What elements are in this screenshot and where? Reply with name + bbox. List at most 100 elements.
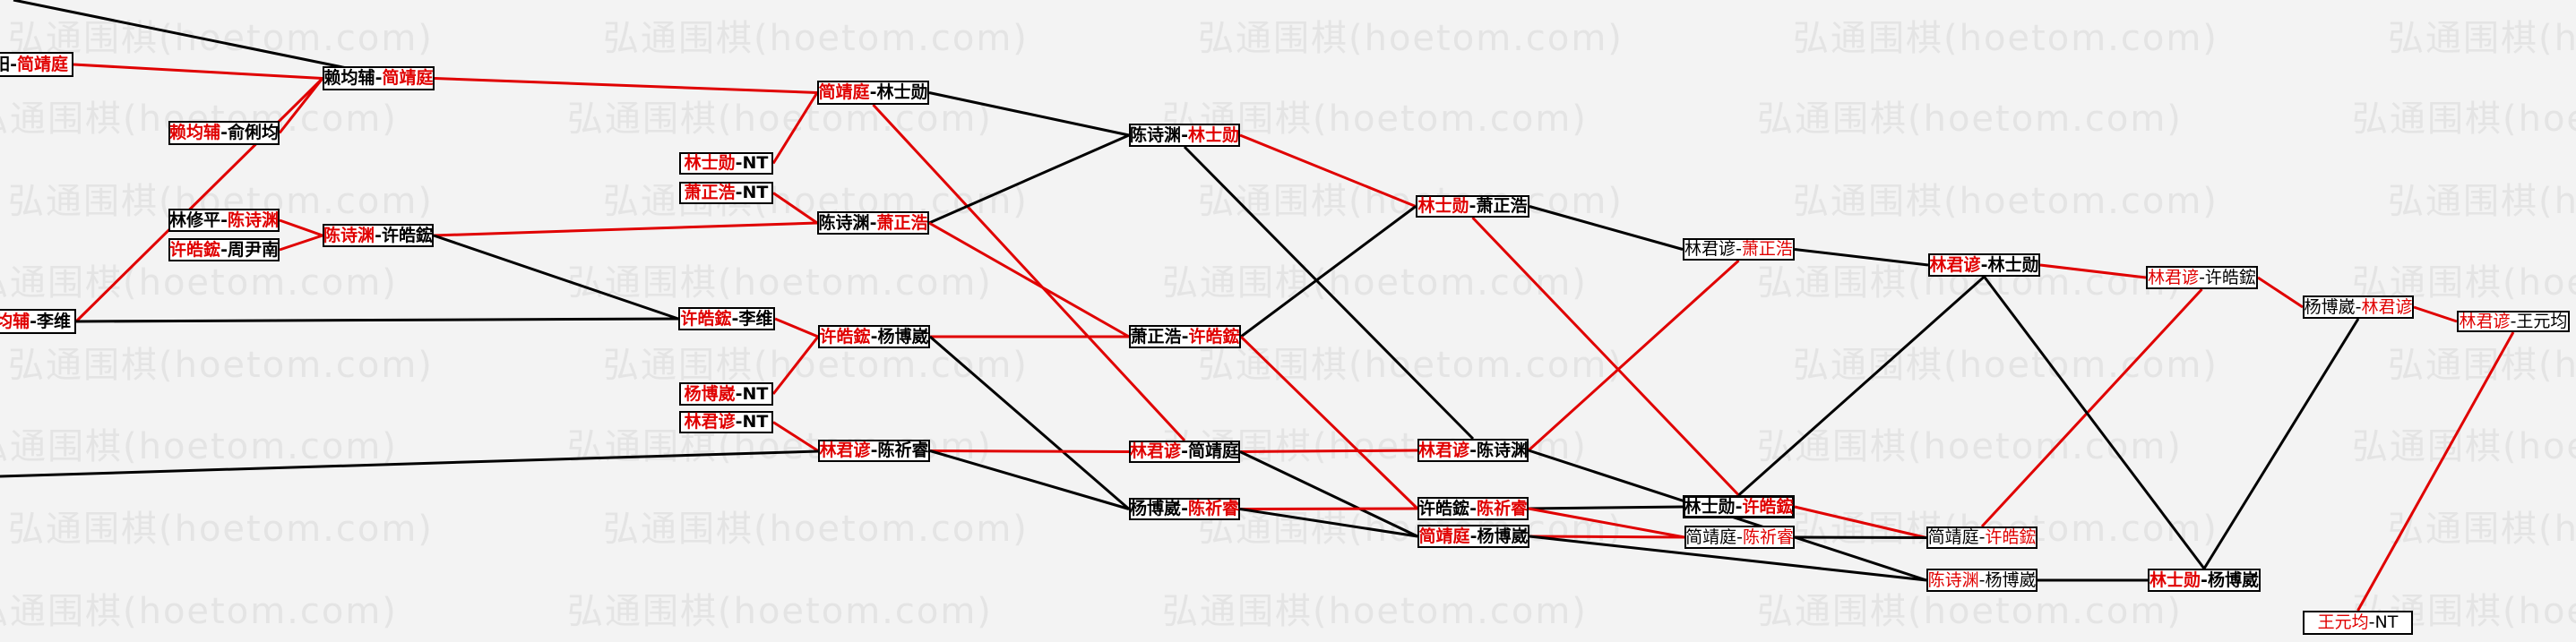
- player-name-right: 许皓鋐: [2204, 267, 2256, 287]
- match-box-林君谚-王元均: 林君谚-王元均: [2457, 311, 2570, 332]
- match-box-林士勋-杨博崴: 林士勋-杨博崴: [2148, 569, 2261, 592]
- match-box-杨博崴-林君谚: 杨博崴-林君谚: [2303, 295, 2414, 319]
- vs-separator: -: [1978, 569, 1986, 590]
- player-name-right: 陈诗渊: [1476, 440, 1528, 460]
- watermark-text: 弘通围棋(hoetom.com): [8, 509, 434, 550]
- watermark-text: 弘通围棋(hoetom.com): [2352, 426, 2576, 467]
- loser-path-line: [1983, 276, 2206, 569]
- player-name-right: 许皓鋐: [1188, 326, 1240, 347]
- vs-separator: -: [2510, 311, 2517, 331]
- match-box-林修平-陈诗渊: 林修平-陈诗渊: [168, 209, 280, 232]
- player-name-left: 许皓鋐: [1418, 498, 1470, 518]
- player-name-left: 许皓鋐: [680, 308, 732, 329]
- vs-separator: -: [1181, 326, 1189, 347]
- player-name-left: 林士勋: [1684, 496, 1736, 517]
- match-box-林士勋-NT: 林士勋-NT: [679, 152, 773, 175]
- vs-separator: -: [870, 326, 878, 347]
- winner-path-line: [1239, 449, 1418, 453]
- winner-path-line: [929, 449, 1130, 453]
- player-name-left: 林君谚: [1929, 254, 1981, 275]
- loser-path-line: [1737, 275, 1986, 497]
- watermark-text: 弘通围棋(hoetom.com): [1162, 262, 1588, 304]
- watermark-text: 弘通围棋(hoetom.com): [1793, 345, 2218, 386]
- vs-separator: -: [2368, 612, 2375, 632]
- watermark-text: 弘通围棋(hoetom.com): [2388, 345, 2576, 386]
- loser-path-line: [1183, 145, 1475, 441]
- player-name-left: 林士勋: [1417, 196, 1469, 216]
- player-name-right: 陈祈睿: [1742, 526, 1794, 547]
- player-name-left: 王元均: [2317, 612, 2369, 632]
- vs-separator: -: [870, 441, 878, 460]
- player-name-right: 陈祈睿: [1476, 498, 1528, 518]
- match-box-林君谚-陈祈睿: 林君谚-陈祈睿: [818, 440, 930, 462]
- winner-path-line: [771, 91, 819, 165]
- player-name-right: NT: [2374, 612, 2399, 632]
- winner-path-line: [73, 63, 323, 80]
- winner-path-line: [278, 77, 324, 134]
- vs-separator: -: [1469, 196, 1477, 216]
- watermark-text: 弘通围棋(hoetom.com): [1757, 98, 2183, 140]
- player-name-left: 赖均辅: [169, 123, 221, 142]
- player-name-right: 杨博崴: [1985, 569, 2037, 590]
- loser-path-line: [75, 317, 679, 323]
- vs-separator: -: [2199, 267, 2205, 287]
- loser-path-line: [1794, 535, 1927, 539]
- player-name-right: 林士勋: [876, 82, 928, 102]
- vs-separator: -: [1181, 124, 1188, 145]
- loser-path-line: [928, 91, 1130, 137]
- player-name-left: 林君谚: [684, 412, 736, 432]
- winner-path-line: [774, 317, 819, 338]
- vs-separator: -: [1736, 526, 1743, 547]
- match-box-林君谚-简靖庭: 林君谚-简靖庭: [1129, 441, 1240, 463]
- winner-path-line: [1794, 505, 1927, 539]
- vs-separator: -: [1980, 254, 1988, 275]
- winner-path-line: [279, 234, 323, 252]
- player-name-left: 许皓鋐: [169, 239, 221, 260]
- match-box-许皓鋐-杨博崴: 许皓鋐-杨博崴: [818, 325, 930, 348]
- player-name-right: 林士勋: [1987, 254, 2039, 275]
- watermark-text: 弘通围棋(hoetom.com): [2352, 98, 2576, 140]
- loser-path-line: [1239, 508, 1418, 538]
- loser-path-line: [1240, 205, 1417, 338]
- watermark-text: 弘通围棋(hoetom.com): [0, 262, 398, 304]
- match-box-林君谚-NT: 林君谚-NT: [679, 411, 773, 433]
- vs-separator: -: [731, 308, 739, 329]
- match-box-杨博崴-NT: 杨博崴-NT: [679, 382, 773, 406]
- watermark-text: 弘通围棋(hoetom.com): [0, 591, 398, 632]
- player-name-right: 许皓鋐: [381, 225, 433, 245]
- vs-separator: -: [220, 123, 228, 142]
- vs-separator: -: [1181, 499, 1188, 518]
- watermark-text: 弘通围棋(hoetom.com): [1162, 591, 1588, 632]
- winner-path-line: [2356, 331, 2515, 612]
- player-name-left: 林君谚: [1684, 239, 1736, 259]
- player-name-right: 陈祈睿: [1187, 499, 1239, 518]
- vs-separator: -: [375, 68, 383, 88]
- winner-path-line: [2039, 263, 2147, 279]
- loser-path-line: [1529, 205, 1684, 251]
- player-name-left: 林君谚: [2148, 267, 2200, 287]
- loser-path-line: [928, 133, 1130, 225]
- player-name-left: 林士勋: [684, 153, 736, 173]
- watermark-text: 弘通围棋(hoetom.com): [1793, 18, 2218, 59]
- match-box-林君谚-许皓鋐: 林君谚-许皓鋐: [2146, 266, 2258, 289]
- player-name-right: 萧正浩: [1741, 239, 1793, 259]
- watermark-text: 弘通围棋(hoetom.com): [603, 509, 1029, 550]
- winner-path-line: [1239, 133, 1417, 208]
- watermark-text: 弘通围棋(hoetom.com): [2388, 18, 2576, 59]
- player-name-right: 萧正浩: [1476, 196, 1528, 216]
- match-box-王元均-NT: 王元均-NT: [2303, 611, 2413, 635]
- winner-path-line: [872, 103, 1186, 442]
- winner-path-line: [434, 77, 818, 94]
- watermark-text: 弘通围棋(hoetom.com): [8, 345, 434, 386]
- winner-path-line: [433, 221, 818, 237]
- winner-path-line: [1528, 507, 1685, 539]
- loser-path-line: [13, 0, 357, 72]
- match-box-林君谚-林士勋: 林君谚-林士勋: [1928, 253, 2040, 277]
- winner-path-line: [279, 218, 323, 237]
- vs-separator: -: [735, 412, 743, 432]
- winner-path-line: [74, 77, 324, 323]
- watermark-text: 弘通围棋(hoetom.com): [567, 591, 993, 632]
- match-box-陈诗渊-许皓鋐: 陈诗渊-许皓鋐: [323, 224, 434, 247]
- player-name-right: 杨博崴: [2207, 569, 2259, 590]
